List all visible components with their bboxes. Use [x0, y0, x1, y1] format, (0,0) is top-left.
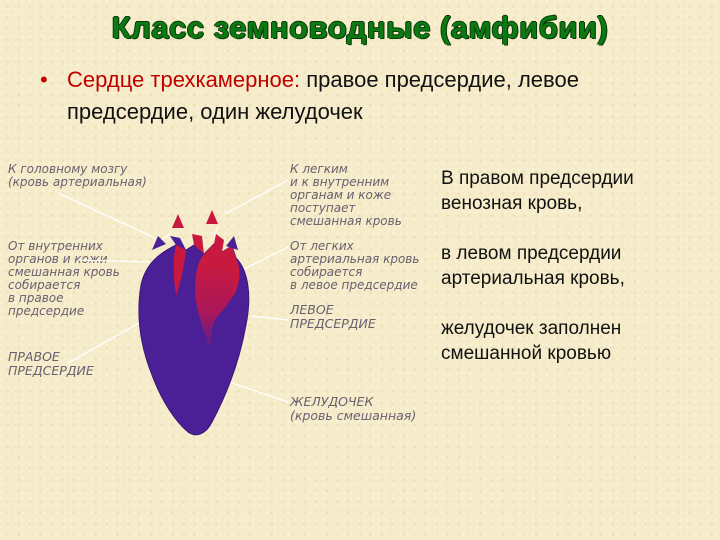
- vessel-left-stub: [170, 236, 186, 250]
- heart-arterial-trunk: [173, 245, 186, 296]
- vessel-mid-stub: [192, 234, 204, 254]
- arrow-to-lungs: [226, 236, 238, 250]
- note-left-atrium: в левом предсердии артериальная кровь,: [441, 243, 625, 289]
- pointer-right-atrium-line: [67, 317, 149, 364]
- label-right-atrium: ПРАВОЕ ПРЕДСЕРДИЕ: [8, 349, 94, 378]
- bullet-item: • Сердце трехкамерное: правое предсердие…: [40, 64, 700, 128]
- heart-diagram: [57, 179, 289, 436]
- label-to-lungs: К легким и к внутренним органам и коже п…: [290, 162, 402, 228]
- label-from-lungs: От легких артериальная кровь собирается …: [290, 239, 420, 292]
- arrow-right-shaft: [213, 225, 219, 237]
- arrows: [152, 210, 238, 250]
- label-left-atrium: ЛЕВОЕ ПРЕДСЕРДИЕ: [290, 302, 376, 331]
- pointer-brain-line: [57, 192, 156, 239]
- vessel-right-stub: [214, 234, 224, 252]
- heart-left-atrium: [195, 254, 233, 352]
- pointer-left-atrium-line: [249, 315, 289, 321]
- bullet-rest: правое предсердие, левое предсердие, оди…: [67, 67, 579, 124]
- arrow-to-organs-left: [152, 236, 166, 250]
- slide-title: Класс земноводные (амфибии): [111, 10, 609, 45]
- note-right-atrium: В правом предсердии венозная кровь,: [441, 168, 634, 214]
- bullet-marker: •: [40, 67, 48, 92]
- arrow-to-brain: [172, 214, 184, 228]
- heart-left-atrium-patch: [204, 244, 240, 300]
- note-ventricle: желудочек заполнен смешанной кровью: [441, 318, 622, 364]
- label-to-brain: К головному мозгу (кровь артериальная): [8, 162, 147, 189]
- pointer-organs-line: [77, 259, 151, 263]
- arrow-to-head-right: [206, 210, 218, 224]
- label-ventricle: ЖЕЛУДОЧЕК (кровь смешанная): [290, 394, 417, 423]
- bullet-lead: Сердце трехкамерное:: [67, 67, 301, 92]
- pointer-lungs-line: [224, 179, 289, 215]
- label-from-organs: От внутренних органов и кожи смешанная к…: [8, 239, 120, 318]
- bullet-text: Сердце трехкамерное: правое предсердие, …: [40, 64, 700, 128]
